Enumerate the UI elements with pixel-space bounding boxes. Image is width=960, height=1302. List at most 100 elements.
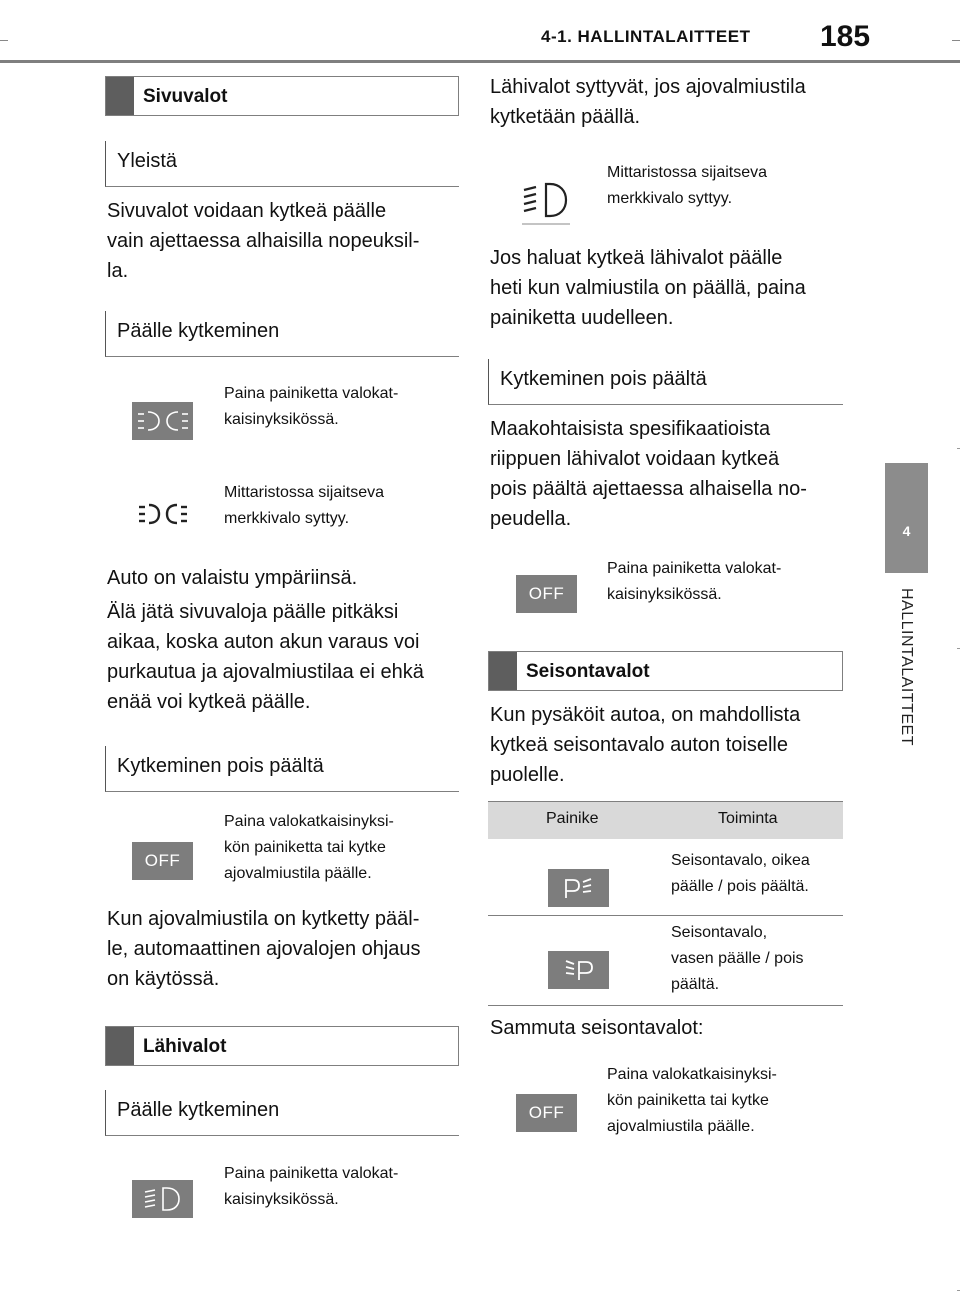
seisontavalot-off-text: Sammuta seisontavalot:	[490, 1017, 704, 1039]
parking-light-right-button[interactable]	[548, 869, 609, 907]
crop-mark	[957, 648, 960, 649]
text-line: Jos haluat kytkeä lähivalot päälle	[490, 247, 783, 269]
text-line: Mittaristossa sijaitseva	[224, 484, 385, 501]
lahivalot-title: Lähivalot	[143, 1036, 227, 1057]
text-line: kytketään päällä.	[490, 106, 641, 128]
lahivalot-off-instruction: Paina painiketta valokat- kaisinyksiköss…	[607, 556, 837, 608]
lahivalot-off-heading-text: Kytkeminen pois päältä	[500, 368, 707, 390]
text-line: heti kun valmiustila on päällä, paina	[490, 277, 806, 299]
text-line: Sivuvalot voidaan kytkeä päälle	[107, 200, 387, 222]
text-line: Paina painiketta valokat-	[607, 560, 782, 577]
crop-mark	[957, 448, 960, 449]
sivuvalot-warning-text: Älä jätä sivuvaloja päälle pitkäksi aika…	[107, 597, 467, 717]
text-line: Paina valokatkaisinyksi-	[607, 1066, 777, 1083]
text-line: päälle / pois päältä.	[671, 878, 809, 895]
off-button[interactable]: OFF	[132, 842, 193, 880]
off-button-label: OFF	[144, 851, 181, 870]
parking-table-header: Painike Toiminta	[488, 801, 843, 839]
side-light-indicator-icon	[139, 503, 187, 525]
parking-light-left-icon	[565, 960, 593, 980]
text-line: painiketta uudelleen.	[490, 307, 674, 329]
sivuvalot-off-heading: Kytkeminen pois päältä	[105, 746, 459, 792]
sivuvalot-on-instruction: Paina painiketta valokat- kaisinyksiköss…	[224, 381, 454, 433]
seisontavalot-off-instruction: Paina valokatkaisinyksi- kön painiketta …	[607, 1062, 837, 1140]
text-line: kaisinyksikössä.	[224, 1191, 339, 1208]
off-button[interactable]: OFF	[516, 575, 577, 613]
text-line: kaisinyksikössä.	[607, 586, 722, 603]
crop-mark	[957, 1290, 960, 1291]
text-line: Lähivalot syttyvät, jos ajovalmiustila	[490, 76, 806, 98]
lahivalot-immediate-text: Jos haluat kytkeä lähivalot päälle heti …	[490, 243, 860, 333]
lahivalot-title-block: Lähivalot	[105, 1026, 459, 1066]
header-rule	[0, 60, 960, 63]
text-line: peudella.	[490, 508, 572, 530]
title-bar-accent	[106, 77, 134, 115]
text-line: puolelle.	[490, 764, 565, 786]
text-line: kaisinyksikössä.	[224, 411, 339, 428]
low-beam-button[interactable]	[132, 1180, 193, 1218]
off-button[interactable]: OFF	[516, 1094, 577, 1132]
text-line: Paina painiketta valokat-	[224, 1165, 399, 1182]
parking-light-right-icon	[564, 878, 591, 898]
sivuvalot-off-heading-text: Kytkeminen pois päältä	[117, 755, 324, 777]
sivuvalot-lit-text: Auto on valaistu ympäriinsä.	[107, 567, 358, 589]
crop-mark	[0, 40, 8, 41]
text-line: päältä.	[671, 976, 720, 993]
seisontavalot-intro: Kun pysäköit autoa, on mahdollista kytke…	[490, 700, 860, 790]
text-line: Mittaristossa sijaitseva	[607, 164, 768, 181]
text-line: kytkeä seisontavalo auton toiselle	[490, 734, 788, 756]
lahivalot-indicator-text: Mittaristossa sijaitseva merkkivalo sytt…	[607, 160, 837, 212]
section-title: 4-1. HALLINTALAITTEET	[541, 27, 751, 46]
sivuvalot-title: Sivuvalot	[143, 86, 228, 107]
text-line: le, automaattinen ajovalojen ohjaus	[107, 938, 421, 960]
side-light-button[interactable]	[132, 402, 193, 440]
lahivalot-off-text: Maakohtaisista spesifikaatioista riippue…	[490, 414, 860, 534]
title-bar-accent	[106, 1027, 134, 1065]
side-light-icon	[137, 411, 188, 431]
text-line: riippuen lähivalot voidaan kytkeä	[490, 448, 780, 470]
off-button-label: OFF	[528, 584, 565, 603]
page-header: 4-1. HALLINTALAITTEET 185	[0, 0, 960, 63]
parking-light-left-button[interactable]	[548, 951, 609, 989]
text-line: Maakohtaisista spesifikaatioista	[490, 418, 771, 440]
chapter-title-vertical: HALLINTALAITTEET	[898, 588, 915, 746]
sivuvalot-off-instruction: Paina valokatkaisinyksi- kön painiketta …	[224, 809, 454, 887]
sivuvalot-title-block: Sivuvalot	[105, 76, 459, 116]
text-line: Kun ajovalmiustila on kytketty pääl-	[107, 908, 420, 930]
text-line: ajovalmiustila päälle.	[607, 1118, 755, 1135]
yleista-heading-text: Yleistä	[117, 150, 178, 172]
sivuvalot-on-heading-text: Päälle kytkeminen	[117, 320, 280, 342]
low-beam-indicator	[518, 172, 574, 233]
col-header-button: Painike	[546, 810, 599, 827]
text-line: on käytössä.	[107, 968, 220, 990]
col-header-function: Toiminta	[718, 810, 778, 827]
text-line: merkkivalo syttyy.	[607, 190, 733, 207]
seisontavalot-title: Seisontavalot	[526, 661, 650, 682]
text-line: kön painiketta tai kytke	[607, 1092, 769, 1109]
text-line: vasen päälle / pois	[671, 950, 804, 967]
text-line: pois päältä ajettaessa alhaisella no-	[490, 478, 807, 500]
text-line: purkautua ja ajovalmiustilaa ei ehkä	[107, 661, 424, 683]
sivuvalot-on-heading: Päälle kytkeminen	[105, 311, 459, 357]
lahivalot-off-heading: Kytkeminen pois päältä	[488, 359, 843, 405]
seisontavalot-title-block: Seisontavalot	[488, 651, 843, 691]
lahivalot-on-instruction: Paina painiketta valokat- kaisinyksiköss…	[224, 1161, 454, 1213]
yleista-heading: Yleistä	[105, 141, 459, 187]
off-button-label: OFF	[528, 1103, 565, 1122]
text-line: ajovalmiustila päälle.	[224, 865, 372, 882]
text-line: Kun pysäköit autoa, on mahdollista	[490, 704, 801, 726]
title-bar-accent	[489, 652, 517, 690]
parking-left-text: Seisontavalo, vasen päälle / pois päältä…	[671, 920, 846, 998]
side-light-indicator	[137, 502, 189, 531]
lahivalot-lit-text: Lähivalot syttyvät, jos ajovalmiustila k…	[490, 72, 860, 132]
sivuvalot-general-text: Sivuvalot voidaan kytkeä päälle vain aje…	[107, 196, 459, 286]
text-line: Älä jätä sivuvaloja päälle pitkäksi	[107, 601, 399, 623]
table-divider	[488, 1005, 843, 1006]
page-number: 185	[820, 20, 871, 53]
text-line: Seisontavalo,	[671, 924, 768, 941]
chapter-number: 4	[902, 523, 911, 539]
parking-right-text: Seisontavalo, oikea päälle / pois päältä…	[671, 848, 846, 900]
lahivalot-on-heading: Päälle kytkeminen	[105, 1090, 459, 1136]
text-line: la.	[107, 260, 129, 282]
text-line: enää voi kytkeä päälle.	[107, 691, 311, 713]
